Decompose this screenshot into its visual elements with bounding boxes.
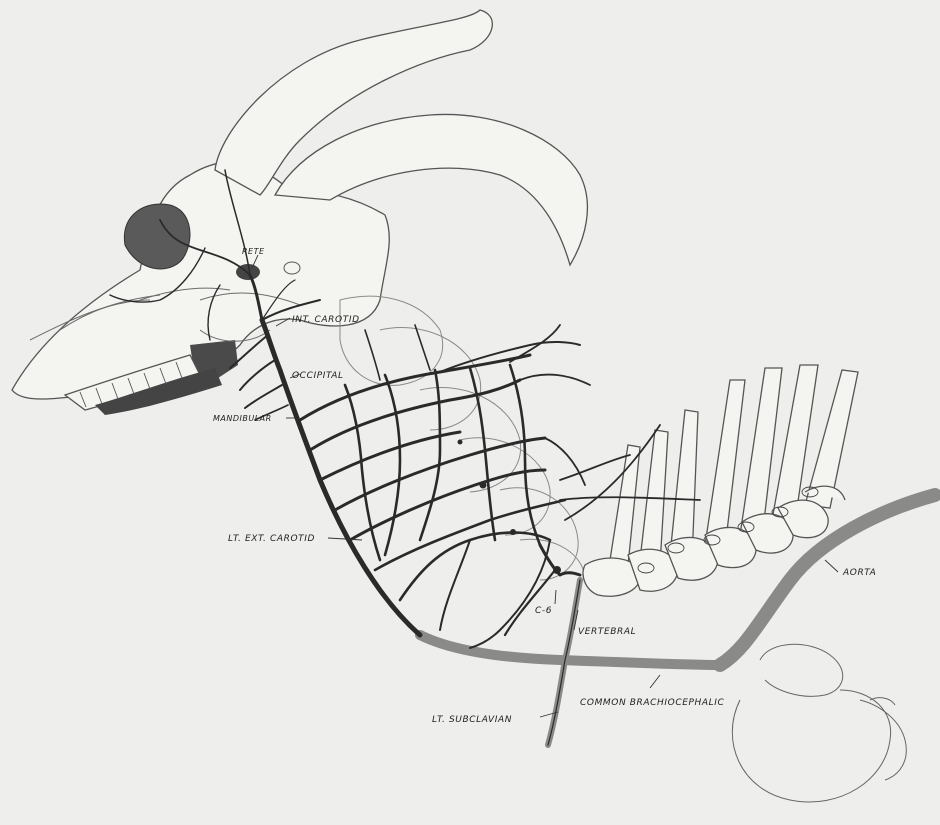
vascular-network — [300, 325, 700, 648]
label-c6: C-6 — [535, 606, 552, 616]
skull — [12, 10, 587, 415]
label-aorta: AORTA — [842, 568, 876, 578]
label-common-brachiocephalic: COMMON BRACHIOCEPHALIC — [580, 698, 725, 708]
label-lt-ext-carotid: LT. EXT. CAROTID — [228, 534, 315, 544]
label-int-carotid: INT. CAROTID — [292, 315, 360, 325]
label-vertebral: VERTEBRAL — [578, 627, 636, 637]
label-rete: RETE — [242, 247, 265, 256]
label-occipital: OCCIPITAL — [292, 371, 344, 381]
label-lt-subclavian: LT. SUBCLAVIAN — [432, 715, 512, 725]
cervical-vertebrae — [340, 296, 585, 580]
heart-outline — [732, 644, 906, 802]
label-mandibular: MANDIBULAR — [213, 414, 272, 423]
